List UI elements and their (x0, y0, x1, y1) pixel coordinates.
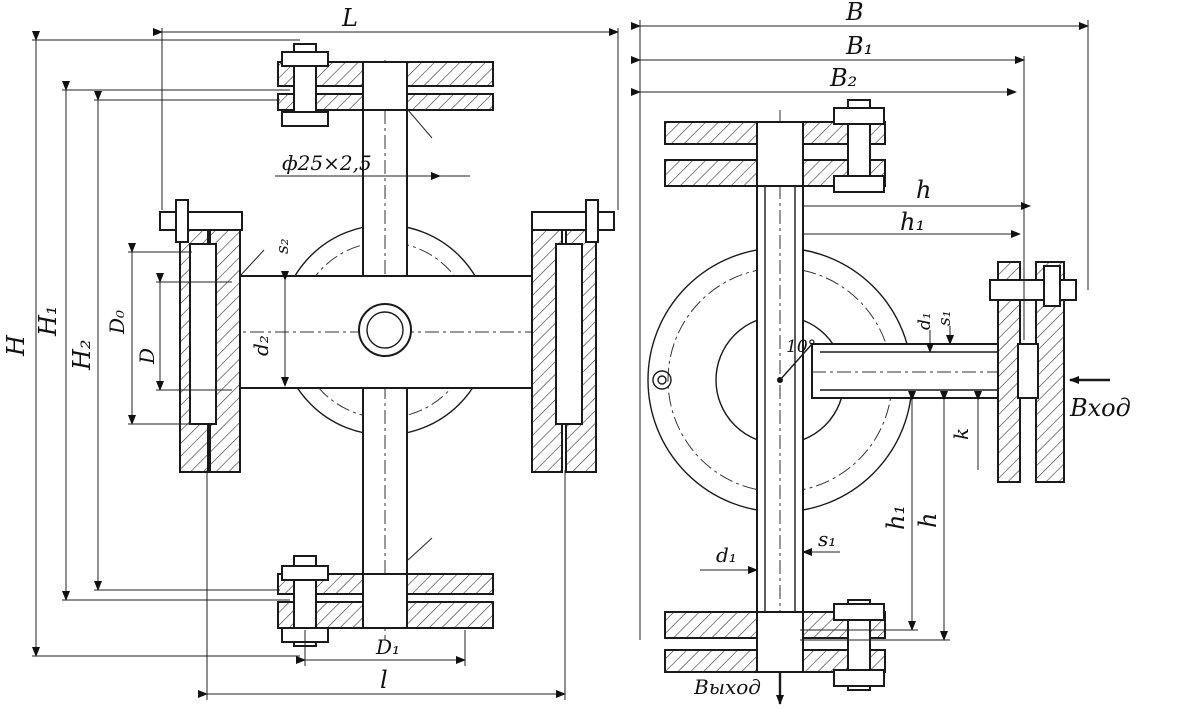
label-h-top: h (916, 176, 931, 204)
label-h1-top: h₁ (900, 208, 925, 236)
label-s1-bottom: s₁ (818, 527, 836, 551)
front-view-dimensions (32, 28, 619, 700)
label-B1: B₁ (845, 32, 873, 60)
right-flange (531, 199, 615, 473)
left-flange (159, 199, 243, 473)
label-l: l (380, 666, 388, 694)
vertical-tube (362, 60, 408, 640)
label-H: H (2, 334, 30, 357)
bottom-flange (277, 555, 494, 647)
label-s1-right: s₁ (935, 310, 955, 326)
label-d1-bottom: d₁ (716, 543, 737, 567)
label-tube: ф25×2,5 (282, 151, 372, 175)
label-s2: s₂ (273, 238, 293, 254)
side-vertical-pipe (756, 110, 804, 700)
label-d2: d₂ (249, 335, 273, 356)
label-B2: B₂ (829, 64, 857, 92)
side-inlet-flange (989, 261, 1077, 483)
label-outlet: Выход (693, 675, 761, 699)
front-view: L H H₁ H₂ D₀ D d₂ s₂ ф25×2,5 D₁ l (2, 4, 619, 700)
side-view-dimensions (631, 20, 1110, 705)
label-B: B (845, 0, 864, 26)
side-view: B B₁ B₂ h h₁ d₁ s₁ 10° Вход k h₁ h d₁ s₁… (631, 0, 1131, 705)
horizontal-body (200, 275, 580, 389)
label-angle: 10° (786, 337, 816, 357)
label-H2: H₂ (68, 339, 96, 371)
label-D1: D₁ (375, 635, 400, 659)
label-h1-bottom: h₁ (882, 505, 910, 530)
label-D: D (135, 348, 159, 365)
side-bottom-flange (664, 599, 886, 691)
top-flange (277, 43, 494, 127)
label-k: k (949, 428, 973, 440)
label-L: L (341, 4, 358, 32)
label-D0: D₀ (105, 310, 129, 335)
label-inlet: Вход (1069, 394, 1131, 422)
side-top-flange (664, 99, 886, 193)
label-d1-right: d₁ (915, 312, 935, 330)
label-H1: H₁ (34, 305, 62, 337)
label-h-bottom: h (914, 513, 942, 528)
